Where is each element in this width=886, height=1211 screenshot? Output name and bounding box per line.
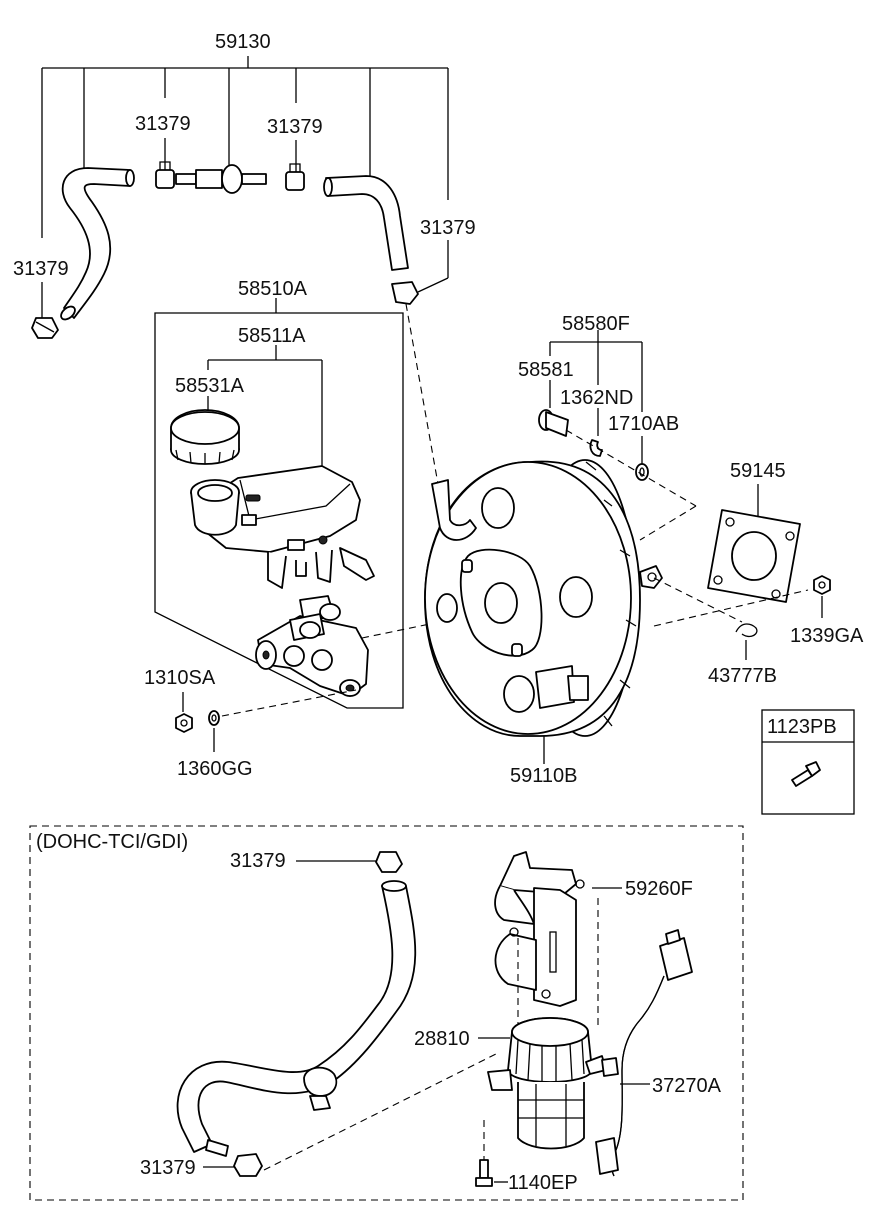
section-label: (DOHC-TCI/GDI) bbox=[36, 831, 188, 853]
label-28810: 28810 bbox=[414, 1028, 470, 1050]
label-1362nd: 1362ND bbox=[560, 387, 633, 409]
hose-clamp-icon bbox=[205, 1139, 263, 1177]
hose-clamp-icon bbox=[31, 317, 59, 339]
label-58531a: 58531A bbox=[175, 375, 245, 397]
label-59260f: 59260F bbox=[625, 878, 693, 900]
dashed-guide bbox=[653, 589, 809, 627]
clevis-pin-icon bbox=[538, 409, 569, 437]
hose-clamp-icon bbox=[391, 281, 419, 305]
o-ring-icon bbox=[635, 463, 649, 481]
hex-nut-icon bbox=[175, 713, 193, 733]
label-58511a: 58511A bbox=[238, 325, 306, 347]
label-1360gg: 1360GG bbox=[177, 758, 253, 780]
master-cylinder-box bbox=[154, 298, 404, 709]
label-31379-c: 31379 bbox=[420, 217, 476, 239]
label-1310sa: 1310SA bbox=[144, 667, 216, 689]
bolt-callout-box bbox=[761, 709, 855, 815]
label-59145: 59145 bbox=[730, 460, 786, 482]
pump-bracket-icon bbox=[494, 851, 585, 1007]
brake-fluid-reservoir-icon bbox=[190, 465, 375, 589]
label-58581: 58581 bbox=[518, 359, 574, 381]
label-31379-a: 31379 bbox=[135, 113, 191, 135]
hose-clamp-icon bbox=[285, 163, 305, 191]
dashed-guide bbox=[405, 303, 439, 485]
bolt-icon bbox=[791, 761, 821, 787]
label-58510a: 58510A bbox=[238, 278, 308, 300]
hose-clamp-icon bbox=[155, 161, 175, 189]
snap-clip-icon bbox=[589, 439, 603, 457]
vacuum-pump-icon bbox=[487, 1017, 607, 1150]
washer-icon bbox=[208, 710, 220, 726]
pin-kit-leader bbox=[549, 330, 643, 466]
label-1339ga: 1339GA bbox=[790, 625, 864, 647]
label-1123pb: 1123PB bbox=[767, 716, 837, 738]
dashed-guide bbox=[639, 505, 697, 541]
hose-assembly-leader bbox=[41, 56, 449, 320]
dashed-guide bbox=[653, 577, 743, 623]
master-cylinder-icon bbox=[255, 595, 369, 697]
label-31379-lower-bottom: 31379 bbox=[140, 1157, 196, 1179]
dashed-guide bbox=[221, 689, 357, 717]
bolt-icon bbox=[475, 1159, 493, 1187]
label-43777b: 43777B bbox=[708, 665, 777, 687]
vacuum-hose-lower bbox=[176, 880, 417, 1153]
label-37270a: 37270A bbox=[652, 1075, 722, 1097]
brake-booster-icon bbox=[424, 459, 663, 737]
vacuum-hose-left bbox=[60, 167, 135, 321]
check-valve-icon bbox=[175, 164, 267, 194]
wiring-harness-icon bbox=[595, 929, 693, 1177]
spring-clip-icon bbox=[735, 623, 758, 638]
dohc-section-frame bbox=[29, 825, 744, 1201]
label-31379-lower-top: 31379 bbox=[230, 850, 286, 872]
hose-clamp-icon bbox=[375, 851, 403, 873]
label-59130: 59130 bbox=[215, 31, 271, 53]
dashed-guide bbox=[361, 611, 489, 639]
dashed-guide bbox=[565, 429, 697, 507]
label-31379-b: 31379 bbox=[267, 116, 323, 138]
reservoir-cap-icon bbox=[170, 409, 240, 465]
label-1710ab: 1710AB bbox=[608, 413, 679, 435]
vacuum-hose-right bbox=[323, 175, 409, 271]
label-58580f: 58580F bbox=[562, 313, 630, 335]
label-59110b: 59110B bbox=[510, 765, 577, 787]
dashed-guide bbox=[263, 1051, 501, 1171]
label-31379-d: 31379 bbox=[13, 258, 69, 280]
label-1140ep: 1140EP bbox=[508, 1172, 578, 1194]
hex-nut-icon bbox=[813, 575, 831, 595]
gasket-icon bbox=[707, 509, 801, 603]
